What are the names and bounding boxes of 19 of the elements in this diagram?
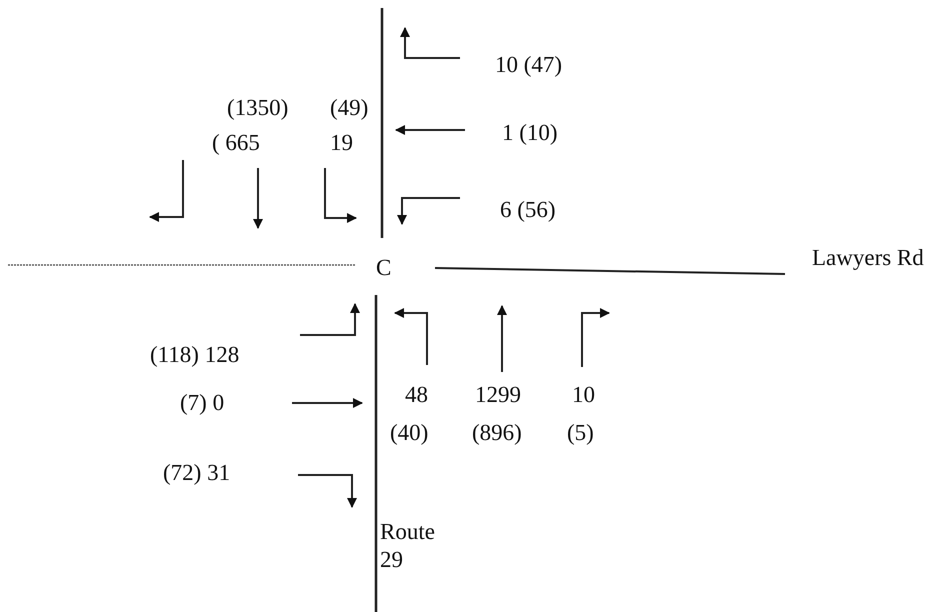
volume-count: (5) (567, 419, 594, 447)
volume-count: (118) 128 (150, 341, 240, 369)
volume-count: (896) (472, 419, 522, 447)
intersection-label: C (376, 254, 392, 282)
volume-count: (7) 0 (180, 389, 224, 417)
volume-count: 1 (10) (502, 119, 558, 147)
volume-count: (49) (330, 94, 368, 122)
street-name: Route 29 (380, 518, 436, 574)
volume-count: (72) 31 (163, 459, 230, 487)
volume-count: 48 (405, 381, 428, 409)
volume-count: 19 (330, 129, 353, 157)
volume-count: ( 665 (212, 129, 260, 157)
street-name: Lawyers Rd (812, 244, 924, 272)
volume-count: 10 (572, 381, 595, 409)
volume-count: 1299 (475, 381, 521, 409)
volume-count: 6 (56) (500, 196, 556, 224)
volume-count: 10 (47) (495, 51, 562, 79)
volume-count: (1350) (227, 94, 288, 122)
volume-count: (40) (390, 419, 428, 447)
